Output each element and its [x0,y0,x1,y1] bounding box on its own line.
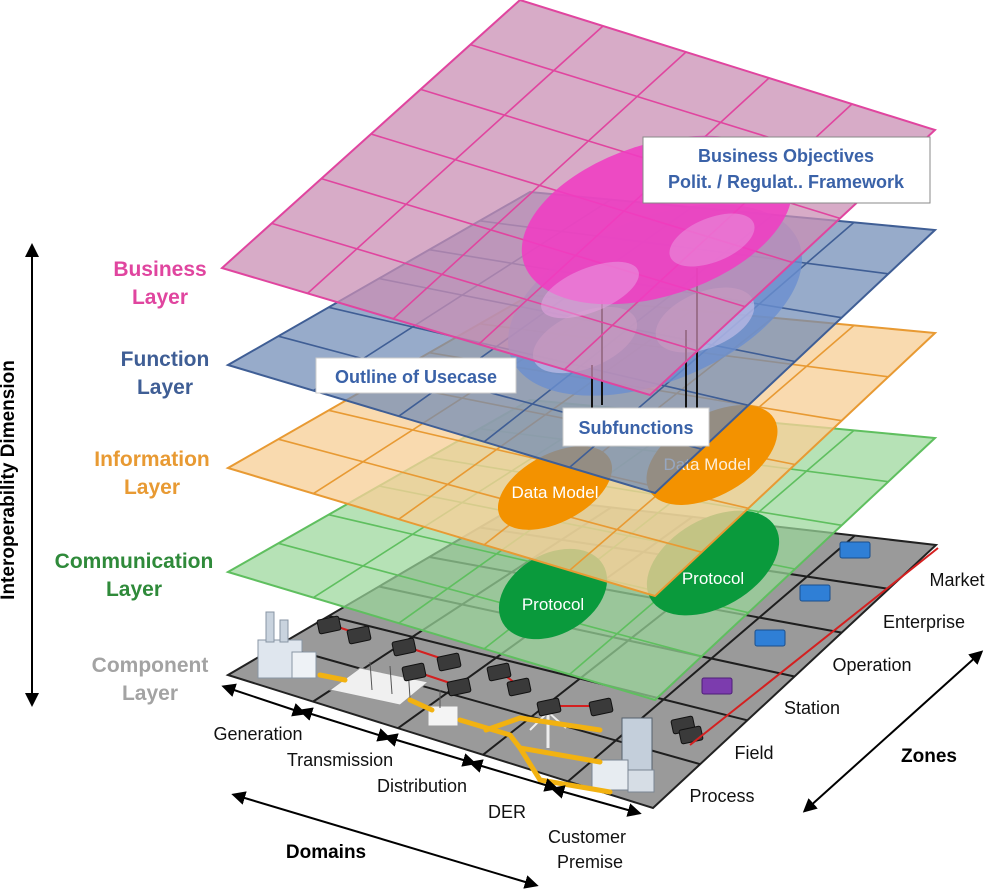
zone-process: Process [689,786,754,806]
zone-devices [689,541,939,746]
component-device [446,677,472,697]
business-layer-subtitle: Layer [132,286,188,309]
component-device [436,652,462,672]
generation-plant-icon [257,611,317,679]
protocol-left-label: Protocol [522,595,584,614]
component-layer-title: Component [92,654,209,677]
business-objectives-line2: Polit. / Regulat.. Framework [668,172,905,192]
domain-der: DER [488,802,526,822]
zone-enterprise: Enterprise [883,612,965,632]
function-layer-title: Function [121,348,210,371]
information-layer-subtitle: Layer [124,476,180,499]
enterprise-device [799,584,831,602]
station-device [701,677,733,695]
component-device [486,662,512,682]
zone-market: Market [929,570,984,590]
business-objectives-line1: Business Objectives [698,146,874,166]
domain-customer: Customer [548,827,626,847]
domain-premise: Premise [557,852,623,872]
zone-field: Field [734,743,773,763]
component-device [401,662,427,682]
zone-operation: Operation [832,655,911,675]
communication-layer-title: Communication [55,550,214,573]
domain-generation: Generation [213,724,302,744]
communication-layer-subtitle: Layer [106,578,162,601]
zones-title: Zones [901,746,957,767]
component-layer-subtitle: Layer [122,682,178,705]
interoperability-axis: Interoperability Dimension [0,243,39,707]
layer-titles: Business Layer Function Layer Informatio… [55,258,214,705]
domain-transmission: Transmission [287,750,393,770]
function-layer-subtitle: Layer [137,376,193,399]
information-layer-title: Information [94,448,210,471]
zones-axis: Zones Market Enterprise Operation Statio… [689,570,985,813]
zone-station: Station [784,698,840,718]
component-device [536,697,562,717]
component-device [346,625,372,645]
component-device [506,677,532,697]
domain-distribution: Distribution [377,776,467,796]
interoperability-axis-label: Interoperability Dimension [0,360,19,600]
component-device [316,615,342,635]
domains-axis: Domains Generation Transmission Distribu… [213,683,642,889]
protocol-right-label: Protocol [682,569,744,588]
outline-of-usecase-callout: Outline of Usecase [315,357,517,394]
outline-of-usecase-label: Outline of Usecase [335,367,497,387]
component-devices [316,615,704,745]
component-device [391,637,417,657]
subfunctions-label: Subfunctions [579,418,694,438]
operation-device [754,629,786,647]
distribution-substation-icon [427,690,459,727]
subfunctions-callout: Subfunctions [562,407,710,447]
component-device [588,697,614,717]
business-objectives-callout: Business Objectives Polit. / Regulat.. F… [642,136,931,204]
domains-title: Domains [286,842,366,863]
data-model-left-label: Data Model [512,483,599,502]
business-layer-title: Business [113,258,206,281]
market-device [839,541,871,559]
